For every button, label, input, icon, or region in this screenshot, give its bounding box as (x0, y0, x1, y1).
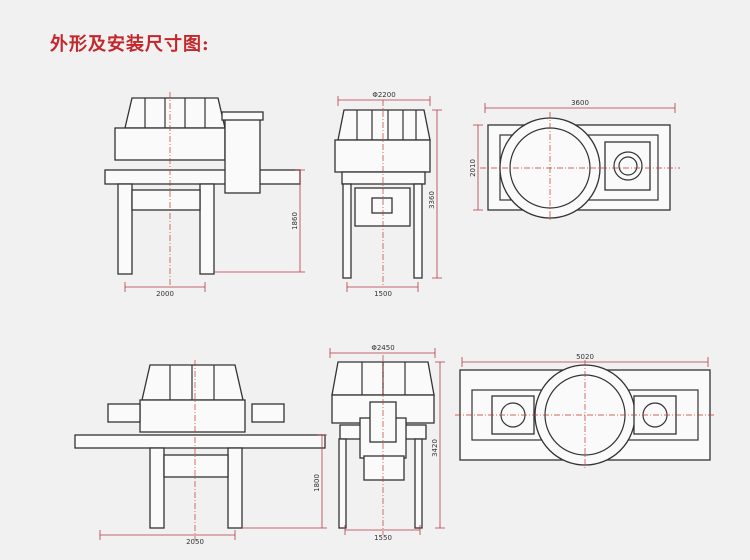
dim-top-side-height: 3360 (428, 191, 436, 209)
dim-bottom-side-diameter: Φ2450 (371, 344, 394, 352)
dim-top-front-width: 2000 (156, 290, 174, 298)
dim-top-side-width: 1500 (374, 290, 392, 298)
dim-bottom-plan-length: 5020 (576, 353, 594, 361)
top-side-view (334, 96, 442, 292)
bottom-front-view (74, 360, 327, 540)
drawing-title: 外形及安装尺寸图: (50, 34, 210, 55)
bottom-side-view (329, 348, 445, 535)
dim-top-plan-length: 3600 (571, 99, 589, 107)
top-front-view (104, 92, 305, 292)
top-plan-view (473, 103, 680, 222)
bottom-plan-view (455, 357, 715, 470)
dim-bottom-front-width: 2050 (186, 538, 204, 546)
dim-top-side-diameter: Φ2200 (372, 91, 395, 99)
dim-bottom-front-height: 1800 (313, 474, 321, 492)
dim-bottom-side-width: 1550 (374, 534, 392, 542)
dim-top-plan-width: 2010 (469, 159, 477, 177)
dim-top-front-height: 1860 (291, 212, 299, 230)
dim-bottom-side-height: 3420 (431, 439, 439, 457)
